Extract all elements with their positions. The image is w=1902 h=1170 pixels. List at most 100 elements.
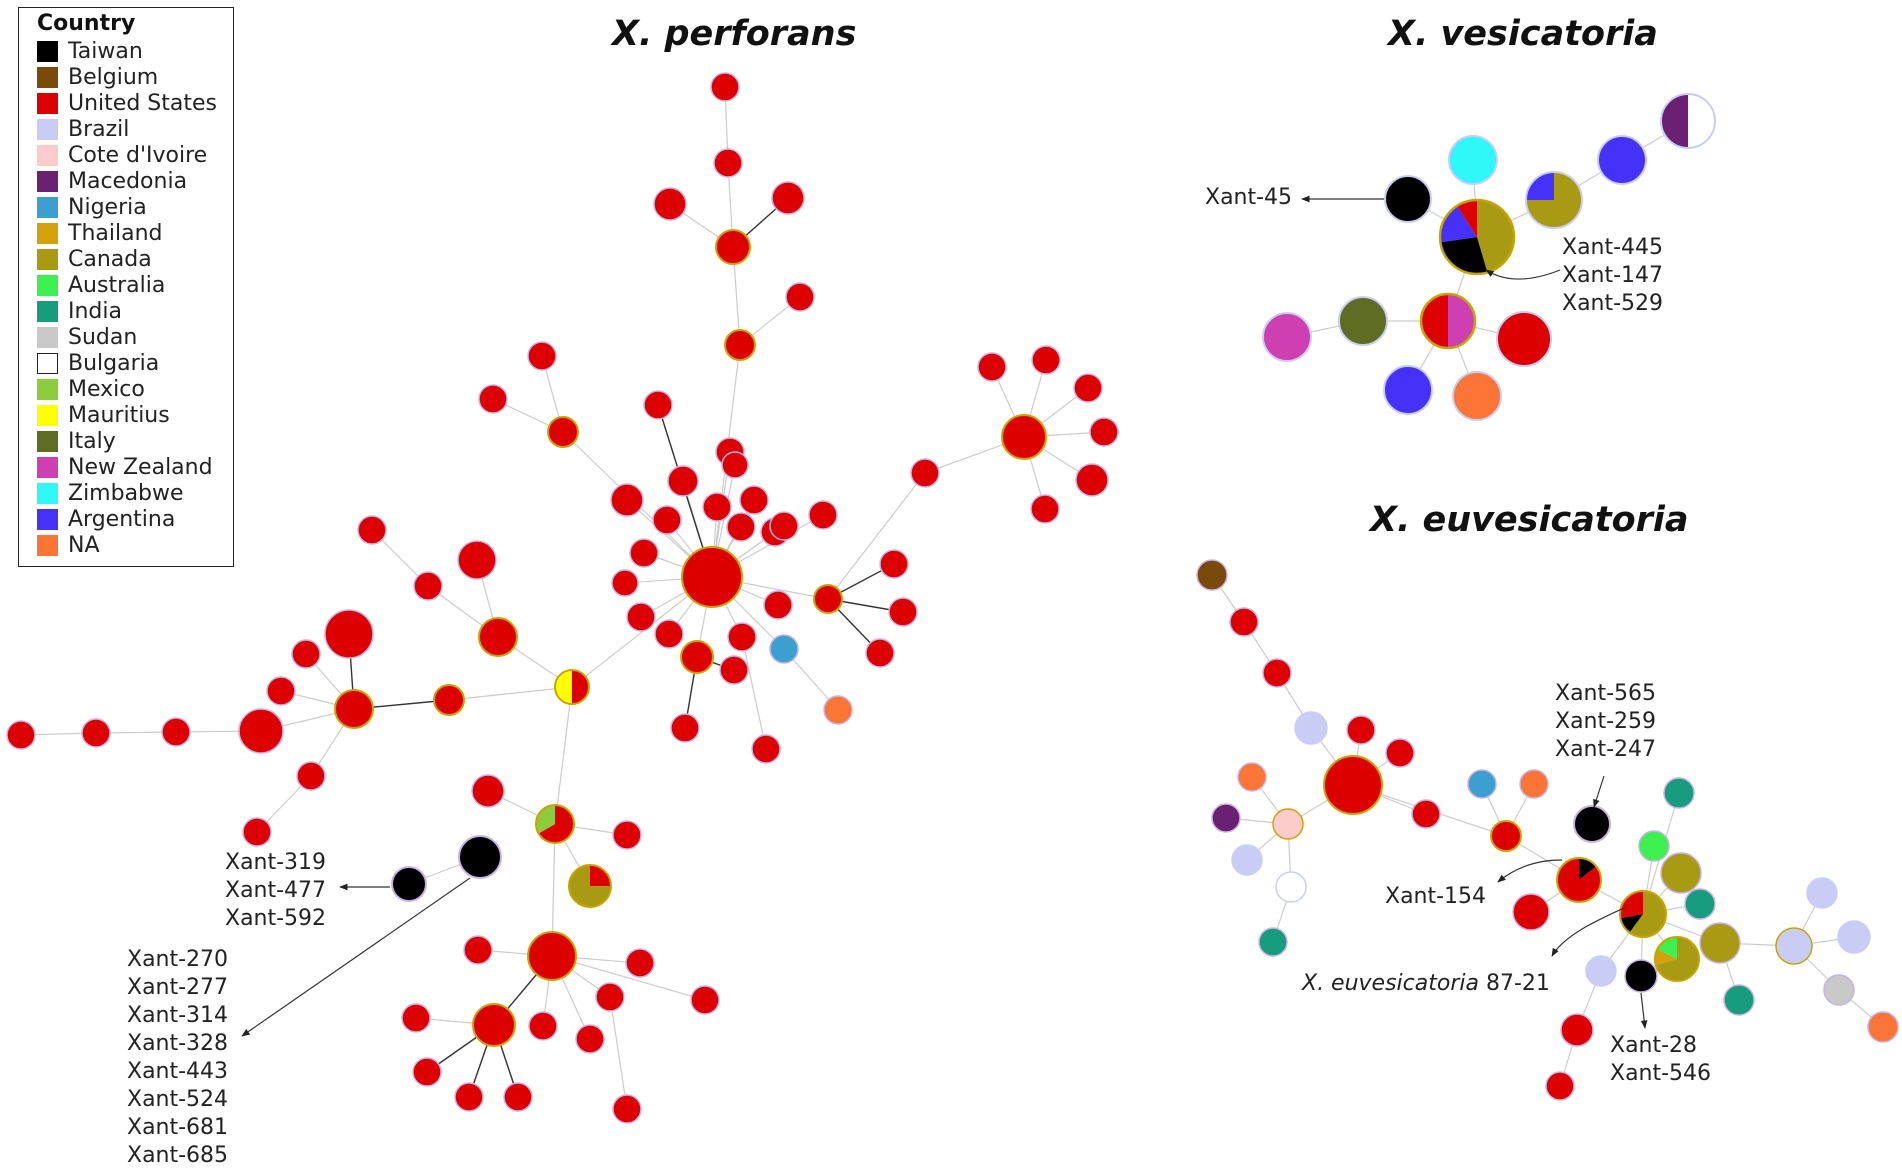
- legend-swatch: [37, 170, 58, 192]
- network-node: [715, 229, 751, 265]
- network-node: [1211, 803, 1241, 833]
- network-node: [1411, 799, 1441, 829]
- node-circle: [454, 1082, 484, 1112]
- node-circle: [458, 835, 502, 879]
- network-node: [238, 708, 284, 754]
- node-circle: [527, 931, 577, 981]
- network-node: [478, 384, 508, 414]
- node-circle: [719, 655, 749, 685]
- network-node: [1448, 135, 1498, 185]
- network-node: [1556, 857, 1602, 903]
- pie-slice: [569, 865, 611, 907]
- legend-item: Canada: [37, 246, 233, 272]
- network-node: [527, 341, 557, 371]
- legend-item: New Zealand: [37, 454, 233, 480]
- legend-item: Sudan: [37, 324, 233, 350]
- legend-label: Mexico: [68, 376, 145, 402]
- network-node: [554, 669, 590, 705]
- network-node: [324, 609, 374, 659]
- node-circle: [1837, 920, 1871, 954]
- legend-swatch: [37, 456, 58, 478]
- node-circle: [1823, 974, 1855, 1006]
- pie-slice: [1655, 949, 1677, 966]
- legend-label: Sudan: [68, 324, 138, 350]
- network-nodes: [6, 72, 1899, 1124]
- pie-slice: [555, 670, 572, 704]
- network-node: [1385, 738, 1415, 768]
- network-node: [1262, 658, 1292, 688]
- annotation-euv-reference: X. euvesicatoria 87-21: [1302, 971, 1550, 996]
- node-circle: [727, 622, 757, 652]
- legend-label: NA: [68, 532, 100, 558]
- network-node: [653, 187, 687, 221]
- arrow-perf-big-black: [241, 877, 471, 1037]
- node-circle: [710, 72, 740, 102]
- node-circle: [1467, 769, 1497, 799]
- network-node: [528, 1011, 558, 1041]
- legend-swatch: [37, 508, 58, 530]
- node-circle: [625, 948, 655, 978]
- legend-item: Taiwan: [37, 38, 233, 64]
- node-circle: [681, 546, 743, 608]
- network-node: [652, 505, 682, 535]
- network-node: [1699, 922, 1741, 964]
- node-circle: [1073, 373, 1103, 403]
- legend-swatch: [37, 248, 58, 270]
- network-node: [713, 148, 743, 178]
- node-circle: [1512, 893, 1550, 931]
- legend-item: Macedonia: [37, 168, 233, 194]
- network-node: [401, 1003, 431, 1033]
- network-node: [1573, 805, 1611, 843]
- node-circle: [1272, 808, 1304, 840]
- node-outline: [535, 804, 575, 844]
- network-node: [433, 684, 465, 716]
- node-circle: [6, 720, 36, 750]
- legend-label: Brazil: [68, 116, 130, 142]
- node-circle: [763, 590, 793, 620]
- network-node: [763, 590, 793, 620]
- network-node: [547, 416, 579, 448]
- node-circle: [527, 341, 557, 371]
- node-circle: [412, 1057, 442, 1087]
- network-node: [1823, 974, 1855, 1006]
- annotation-perf-small-black: Xant-319 Xant-477 Xant-592: [225, 850, 327, 931]
- legend-swatch: [37, 92, 58, 114]
- pie-slice: [1526, 172, 1554, 200]
- network-node: [1073, 373, 1103, 403]
- network-node: [888, 597, 918, 627]
- pie-slice: [1477, 200, 1515, 273]
- network-node: [1775, 927, 1813, 965]
- pie-slice: [538, 805, 574, 843]
- network-node: [977, 352, 1007, 382]
- network-node: [1075, 463, 1109, 497]
- node-circle: [769, 511, 799, 541]
- pie-slice: [1655, 937, 1699, 982]
- legend-swatch: [37, 534, 58, 556]
- node-circle: [667, 465, 699, 497]
- node-circle: [1699, 922, 1741, 964]
- network-node: [1383, 365, 1433, 415]
- network-node: [1346, 715, 1376, 745]
- pie-slice: [1688, 94, 1715, 148]
- node-circle: [334, 689, 374, 729]
- pie-slice: [1620, 914, 1643, 933]
- node-circle: [1262, 658, 1292, 688]
- node-circle: [769, 634, 799, 664]
- legend-title: Country: [37, 11, 136, 36]
- node-circle: [910, 458, 940, 488]
- legend-swatch: [37, 118, 58, 140]
- node-circle: [1294, 711, 1328, 745]
- node-circle: [1237, 762, 1267, 792]
- arrow-euv-reference: [1551, 907, 1625, 957]
- network-node: [1452, 371, 1502, 421]
- arrow-euv-xant-154: [1497, 859, 1563, 883]
- node-circle: [1585, 955, 1617, 987]
- network-node: [625, 948, 655, 978]
- legend-item: Bulgaria: [37, 350, 233, 376]
- annotation-ves-center: Xant-445 Xant-147 Xant-529: [1562, 235, 1664, 316]
- legend-label: Canada: [68, 246, 152, 272]
- node-circle: [266, 676, 296, 706]
- node-circle: [1385, 738, 1415, 768]
- node-circle: [713, 148, 743, 178]
- node-circle: [1231, 844, 1263, 876]
